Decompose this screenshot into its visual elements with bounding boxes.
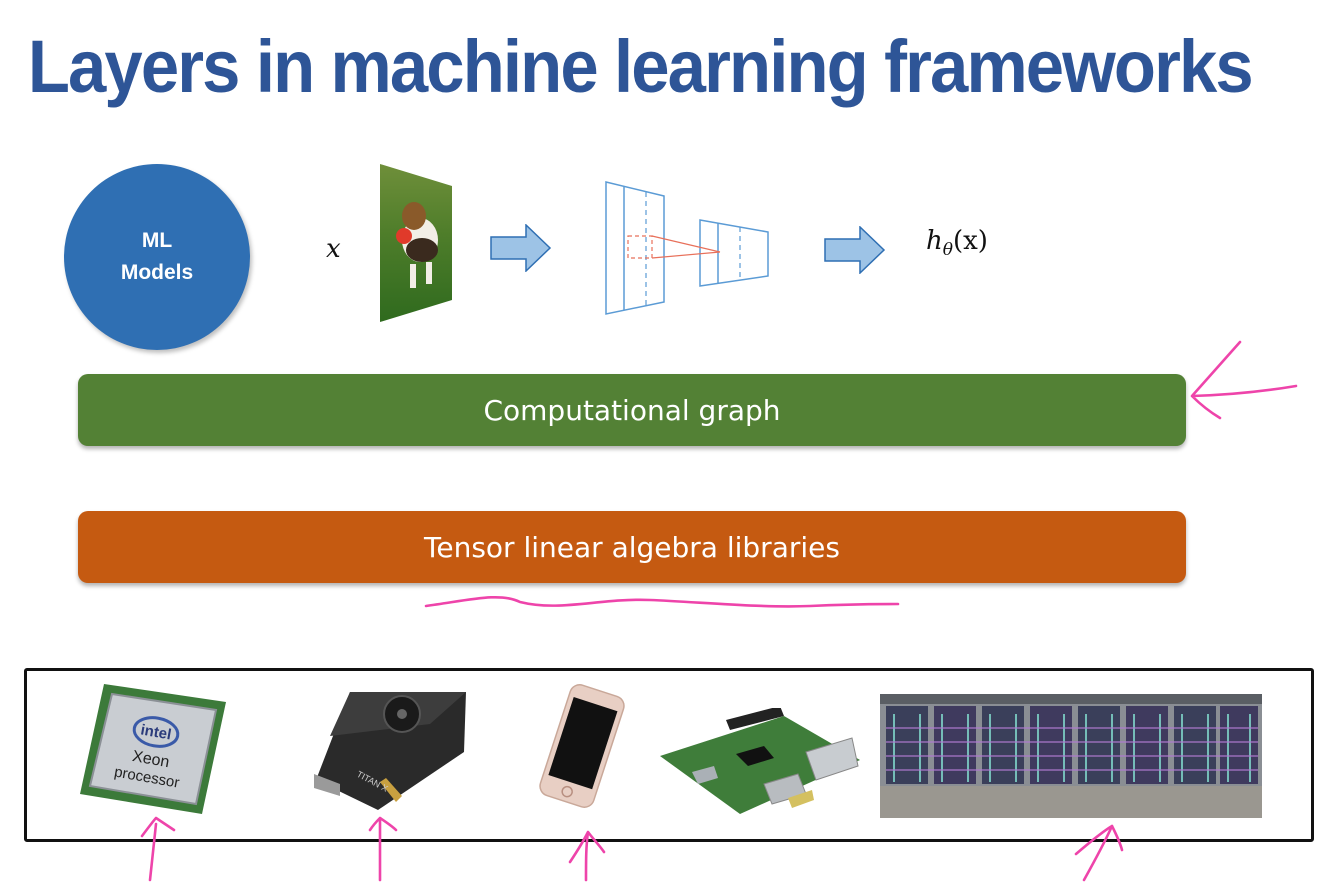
gpu-card-image: TITAN X [314, 692, 466, 810]
smartphone-image [539, 684, 625, 808]
pen-arrow-left [1190, 340, 1298, 420]
dog-photo [380, 164, 452, 322]
ml-models-circle: ML Models [64, 164, 250, 350]
hardware-box [24, 668, 1314, 842]
output-theta: θ [942, 240, 953, 260]
output-arg: (x) [953, 226, 988, 256]
cpu-model-line1: Xeon [131, 748, 171, 771]
circle-label-line2: Models [120, 261, 194, 284]
server-rack-image [880, 694, 1262, 818]
output-h: h [926, 226, 943, 256]
circle-label-line1: ML [141, 229, 173, 252]
input-variable: x [326, 234, 341, 264]
raspberry-pi-board-image [660, 708, 860, 814]
cpu-brand-text: intel [139, 721, 172, 743]
cpu-chip-image: intel Xeon processor [80, 684, 226, 814]
neural-network-diagram [605, 181, 769, 315]
tensor-library-label: Tensor linear algebra libraries [424, 530, 840, 564]
pen-underline [424, 596, 900, 608]
slide-title: Layers in machine learning frameworks [27, 25, 1254, 108]
computational-graph-bar: Computational graph [78, 374, 1186, 446]
computational-graph-label: Computational graph [483, 393, 781, 427]
right-arrow-icon [490, 224, 552, 272]
right-arrow-icon [824, 226, 886, 274]
tensor-library-bar: Tensor linear algebra libraries [78, 511, 1186, 583]
model-output: hθ(x) [926, 226, 988, 260]
